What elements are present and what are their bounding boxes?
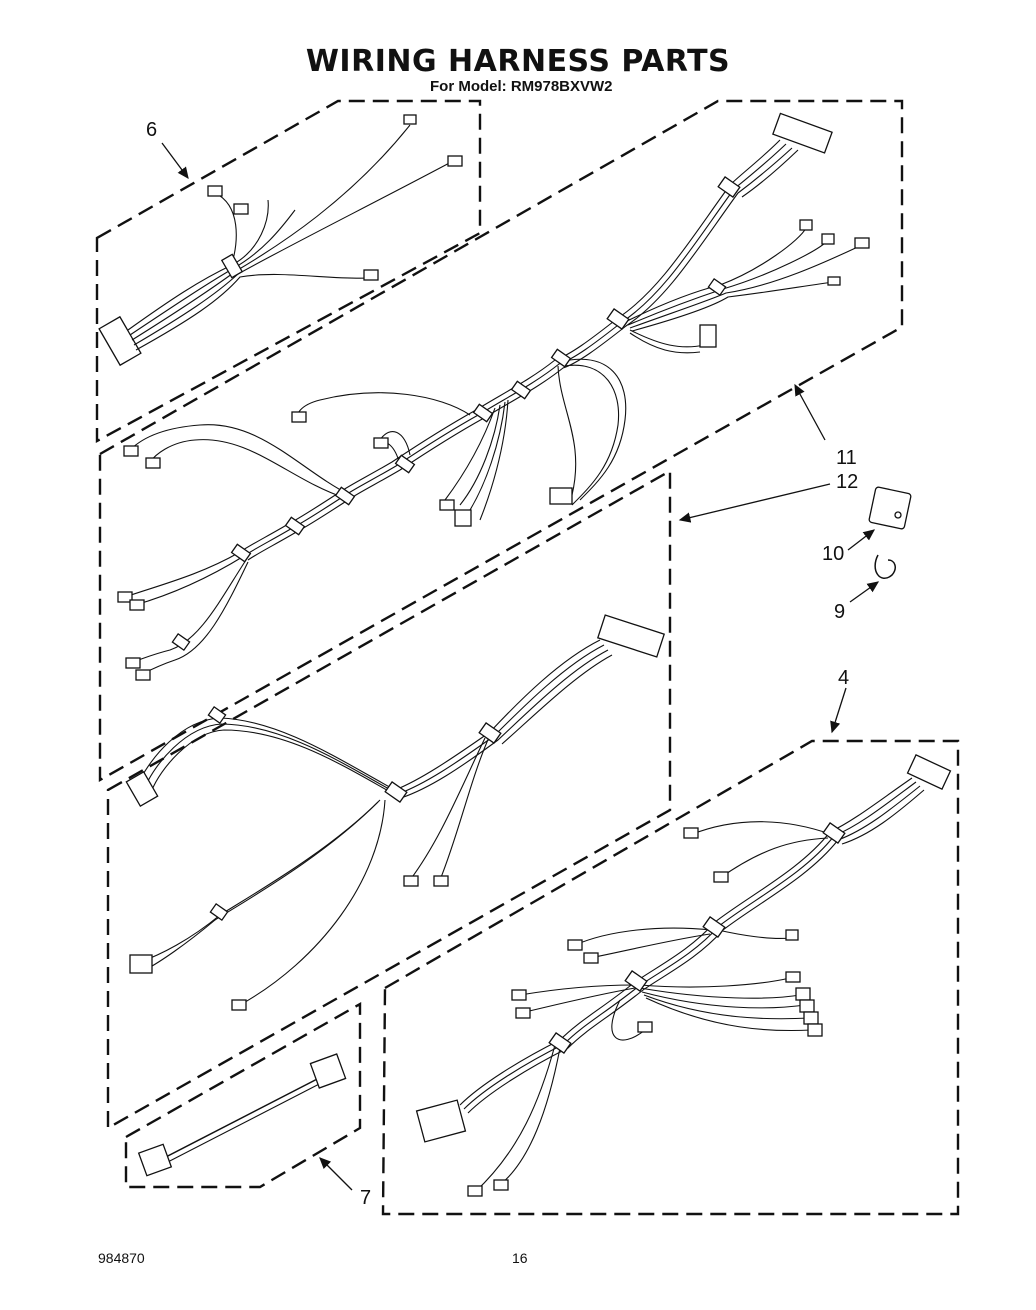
callout-9: 9 xyxy=(834,601,845,623)
document-number: 984870 xyxy=(98,1250,145,1266)
callout-7: 7 xyxy=(360,1187,371,1209)
harness-part-6 xyxy=(98,114,463,367)
callout-12: 12 xyxy=(836,471,858,493)
leader-arrow-4 xyxy=(830,687,847,734)
callout-6: 6 xyxy=(146,119,157,141)
part-9-clip xyxy=(874,554,896,579)
group-outline-7 xyxy=(124,1001,362,1189)
group-outline-6 xyxy=(95,99,482,444)
leader-arrow-11 xyxy=(794,383,826,441)
leader-arrow-12 xyxy=(678,483,831,523)
harness-part-12 xyxy=(125,614,666,1011)
model-subtitle: For Model: RM978BXVW2 xyxy=(430,78,613,95)
leader-arrow-6 xyxy=(161,142,189,180)
callout-4: 4 xyxy=(838,667,849,689)
leader-arrow-10 xyxy=(847,529,876,551)
leader-arrow-9 xyxy=(849,581,880,603)
part-10-clip xyxy=(868,486,912,530)
page-title: WIRING HARNESS PARTS xyxy=(305,44,731,79)
harness-part-11 xyxy=(117,112,870,681)
group-outline-4 xyxy=(381,739,960,1216)
callout-11: 11 xyxy=(836,447,857,469)
leader-arrow-7 xyxy=(319,1157,353,1191)
harness-part-4 xyxy=(415,754,952,1197)
callout-10: 10 xyxy=(822,543,844,565)
group-outline-12 xyxy=(106,468,672,1131)
harness-part-7 xyxy=(137,1053,347,1177)
group-outline-11 xyxy=(98,99,904,783)
page-number: 16 xyxy=(512,1250,528,1266)
